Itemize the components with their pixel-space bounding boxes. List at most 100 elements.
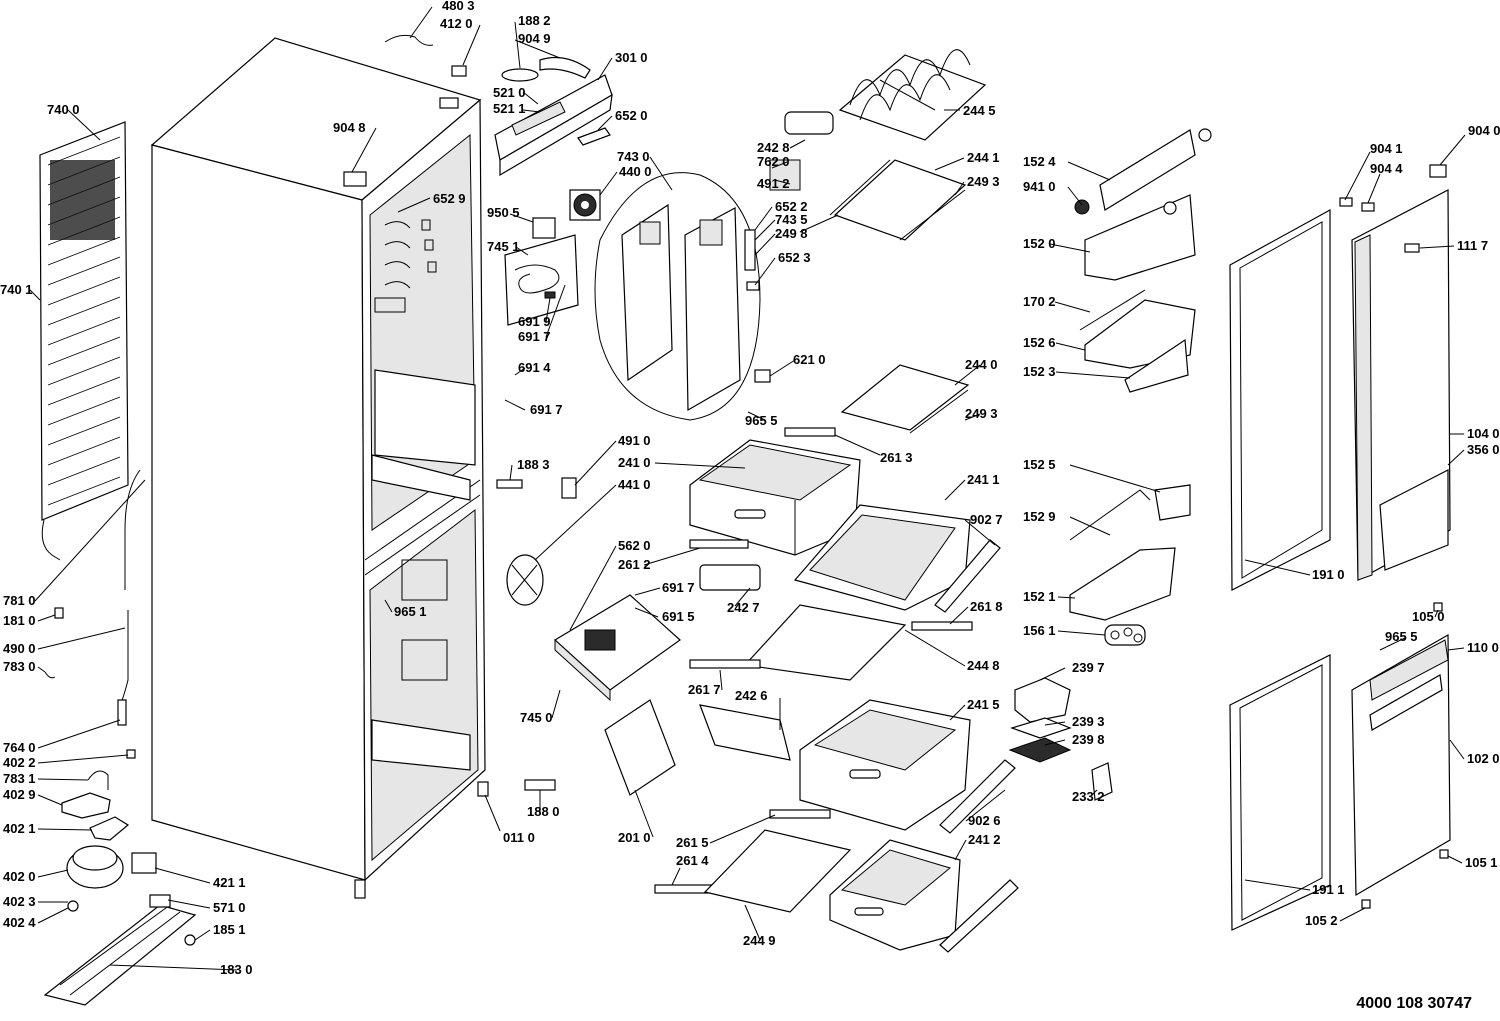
label: 904 4 — [1370, 161, 1403, 176]
drawer-241-2 — [829, 839, 1019, 953]
label: 244 9 — [743, 933, 776, 948]
air-duct-assembly — [594, 172, 761, 421]
label: 111 7 — [1457, 238, 1488, 253]
cable-490-0 — [117, 610, 129, 711]
ice-box-239 — [1008, 677, 1113, 801]
wine-rack — [838, 49, 987, 141]
label: 402 2 — [3, 755, 36, 770]
label: 781 0 — [3, 593, 36, 608]
tray-402-1 — [89, 816, 130, 841]
label: 691 7 — [530, 402, 563, 417]
label: 941 0 — [1023, 179, 1056, 194]
label: 691 5 — [662, 609, 695, 624]
label: 521 0 — [493, 85, 526, 100]
door-shelf-152-4 — [1074, 128, 1212, 215]
part-621 — [754, 369, 771, 383]
label: 965 5 — [1385, 629, 1418, 644]
glass-shelf-244-8 — [743, 604, 907, 681]
label: 402 0 — [3, 869, 36, 884]
label: 652 3 — [778, 250, 811, 265]
label: 261 3 — [880, 450, 913, 465]
wire-harness-top — [384, 34, 434, 46]
label: 691 7 — [662, 580, 695, 595]
label: 188 3 — [517, 457, 550, 472]
sensor-412 — [451, 65, 467, 77]
label: 244 0 — [965, 357, 998, 372]
cabinet — [150, 37, 489, 899]
part-188-0 — [524, 779, 556, 791]
label: 521 1 — [493, 101, 526, 116]
label: 490 0 — [3, 641, 36, 656]
label: 233 2 — [1072, 789, 1105, 804]
gasket-191-1 — [1229, 654, 1331, 931]
label: 152 3 — [1023, 364, 1056, 379]
label: 239 7 — [1072, 660, 1105, 675]
label: 441 0 — [618, 477, 651, 492]
bracket-783-1 — [87, 770, 109, 790]
rail-261-2 — [689, 539, 749, 549]
label: 152 9 — [1023, 509, 1056, 524]
label: 152 4 — [1023, 154, 1056, 169]
label: 764 0 — [3, 740, 36, 755]
label: 652 2 — [775, 199, 808, 214]
screw-105-1 — [1439, 849, 1449, 859]
label: 241 2 — [968, 832, 1001, 847]
label: 904 8 — [333, 120, 366, 135]
glass-shelf-244-1 — [829, 159, 967, 241]
screw-185-1 — [184, 934, 196, 946]
label: 902 6 — [968, 813, 1001, 828]
label: 412 0 — [440, 16, 473, 31]
label: 421 1 — [213, 875, 246, 890]
part-402-2 — [126, 749, 136, 759]
label: 491 2 — [757, 176, 790, 191]
label: 261 7 — [688, 682, 721, 697]
label: 440 0 — [619, 164, 652, 179]
drawer-241-5 — [799, 699, 1016, 834]
filter-764-0 — [117, 699, 127, 726]
base-plate-holes — [59, 904, 181, 996]
label: 745 0 — [520, 710, 553, 725]
label: 965 5 — [745, 413, 778, 428]
label: 402 9 — [3, 787, 36, 802]
part-labels: 480 3 412 0 188 2 904 9 301 0 740 0 521 … — [0, 0, 1500, 977]
part-188-3 — [496, 479, 523, 489]
rail-261-7 — [689, 659, 761, 669]
label: 950 5 — [487, 205, 520, 220]
rail-152-9 — [1069, 489, 1151, 541]
evaporator-745 — [504, 217, 579, 326]
evaporator-745-0 — [553, 594, 681, 702]
cap-904-0 — [1429, 164, 1447, 178]
label: 261 4 — [676, 853, 709, 868]
label: 261 5 — [676, 835, 709, 850]
drawer-241-0 — [689, 439, 861, 556]
label: 652 9 — [433, 191, 466, 206]
label: 102 0 — [1467, 751, 1500, 766]
label: 242 8 — [757, 140, 790, 155]
label: 152 0 — [1023, 236, 1056, 251]
glass-shelf-244-9 — [703, 829, 852, 913]
control-panel-assembly — [494, 57, 613, 177]
light-cover-242-8 — [784, 111, 834, 135]
box-242-7 — [699, 564, 761, 591]
label: 402 4 — [3, 915, 36, 930]
label: 105 0 — [1412, 609, 1445, 624]
sensor-652-3 — [746, 281, 760, 291]
label: 571 0 — [213, 900, 246, 915]
document-number: 4000 108 30747 — [1356, 995, 1472, 1012]
label: 241 0 — [618, 455, 651, 470]
cover-152-5 — [1154, 484, 1191, 521]
label: 152 6 — [1023, 335, 1056, 350]
rail-170-2 — [1079, 289, 1146, 331]
label: 188 0 — [527, 804, 560, 819]
label: 356 0 — [1467, 442, 1500, 457]
sensor-652-2 — [744, 229, 756, 271]
label: 185 1 — [213, 922, 246, 937]
label: 904 9 — [518, 31, 551, 46]
base-plate-183-0 — [43, 904, 197, 1006]
label: 170 2 — [1023, 294, 1056, 309]
fan-440 — [569, 189, 601, 221]
label: 762 0 — [757, 154, 790, 169]
label: 652 0 — [615, 108, 648, 123]
label: 745 1 — [487, 239, 520, 254]
drawer-241-1 — [793, 504, 1001, 613]
